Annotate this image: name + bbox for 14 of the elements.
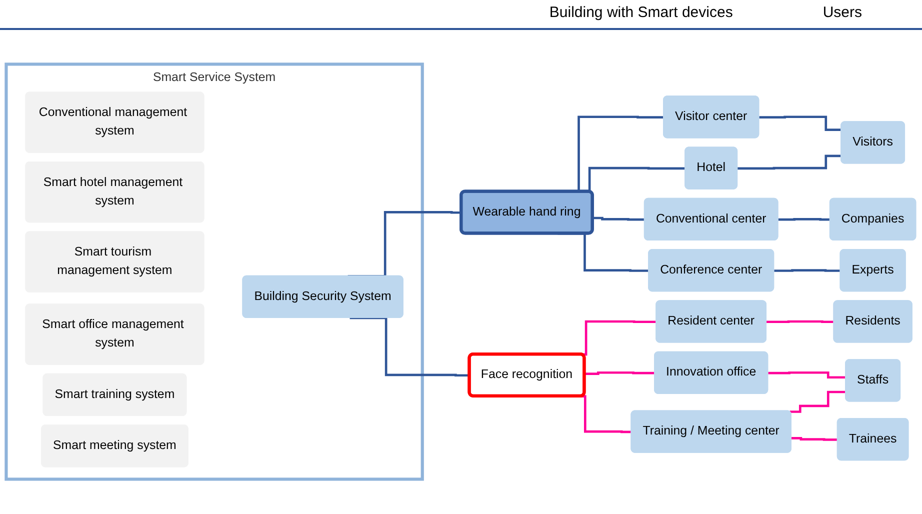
connector bbox=[791, 437, 838, 442]
connector bbox=[738, 155, 842, 170]
column-heading: Users bbox=[822, 4, 862, 23]
connector bbox=[592, 217, 645, 222]
connector bbox=[348, 211, 462, 278]
connector bbox=[350, 317, 470, 377]
connector bbox=[584, 372, 655, 376]
connector bbox=[778, 218, 830, 222]
connector bbox=[768, 372, 846, 379]
connector bbox=[766, 320, 834, 324]
connector bbox=[790, 391, 846, 414]
column-heading: Building with Smart devices bbox=[549, 4, 733, 23]
connector bbox=[774, 269, 841, 272]
connector bbox=[759, 116, 842, 132]
